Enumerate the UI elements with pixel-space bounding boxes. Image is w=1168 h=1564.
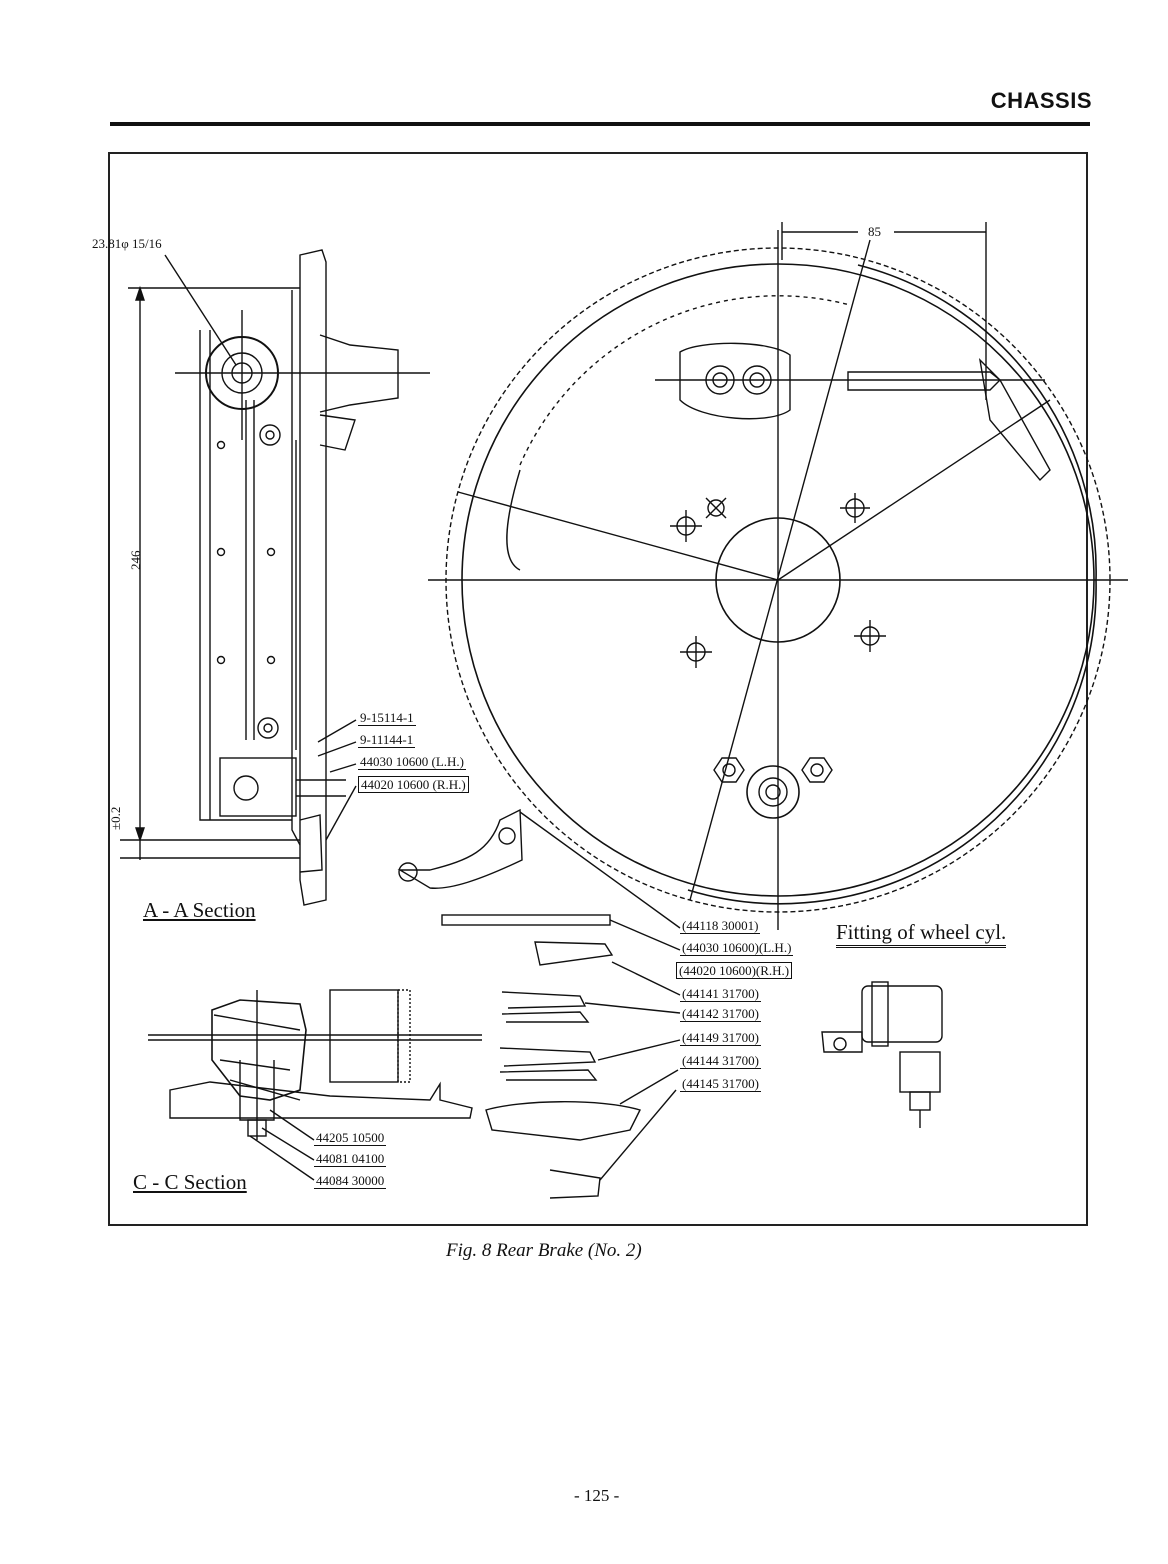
part-44030-10600-lh: (44030 10600)(L.H.) [680,940,794,956]
callout-aa-4: 44020 10600 (R.H.) [358,776,469,793]
callout-aa-1: 9-15114-1 [358,710,416,726]
part-44149-31700: (44149 31700) [680,1030,761,1046]
callout-aa-3: 44030 10600 (L.H.) [358,754,466,770]
callout-cc-1: 44205 10500 [314,1130,387,1146]
tolerance-label: ±0.2 [108,806,123,830]
part-44118-30001: (44118 30001) [680,918,761,934]
aa-section-title: A - A Section [143,898,256,922]
callout-cc-3: 44084 30000 [314,1173,387,1189]
cc-section-title: C - C Section [133,1170,247,1194]
offset-dimension-label: 85 [868,224,881,239]
part-44141-31700: (44141 31700) [680,986,761,1002]
part-44142-31700: (44142 31700) [680,1006,761,1022]
exploded-parts-drawing [397,808,681,1199]
fitting-title: Fitting of wheel cyl. [836,920,1007,948]
figure-caption: Fig. 8 Rear Brake (No. 2) [446,1240,642,1261]
page-number: - 125 - [574,1486,620,1505]
length-dimension-label: 246 [128,550,143,571]
part-44145-31700: (44145 31700) [680,1076,761,1092]
part-44020-10600-rh: (44020 10600)(R.H.) [676,962,793,979]
cc-section-drawing [148,989,482,1181]
callout-aa-2: 9-11144-1 [358,732,416,748]
part-44144-31700: (44144 31700) [680,1053,761,1069]
callout-cc-2: 44081 04100 [314,1151,387,1167]
wheel-cylinder-fitting-drawing [821,981,943,1128]
figure-frame [108,152,1088,1226]
backing-plate-drawing [428,222,1128,930]
page-header-title: CHASSIS [990,88,1092,113]
header-rule [110,122,1090,126]
aa-section-drawing [120,249,430,906]
eye-diameter-label: 23.81φ 15/16 [92,236,162,251]
